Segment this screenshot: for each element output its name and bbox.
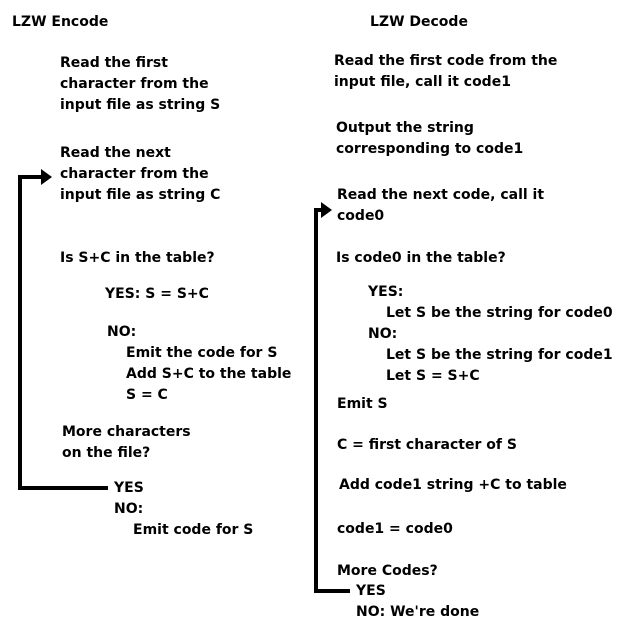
encode-read-next-3: input file as string C [60,187,221,203]
encode-question: Is S+C in the table? [60,250,215,266]
decode-title: LZW Decode [370,14,468,30]
decode-loop-arrow [314,208,350,593]
decode-no-label: NO: [368,326,398,342]
decode-yes: YES [356,583,386,599]
decode-loop-arrowhead [321,202,332,218]
encode-read-first-3: input file as string S [60,97,221,113]
decode-c-assign: C = first character of S [337,437,517,453]
encode-no-step-2: Add S+C to the table [126,366,292,382]
decode-emit: Emit S [337,396,388,412]
decode-no-step-1: Let S be the string for code1 [386,347,613,363]
decode-add: Add code1 string +C to table [339,477,567,493]
encode-read-first-2: character from the [60,76,209,92]
decode-read-next-1: Read the next code, call it [337,187,545,203]
decode-code-assign: code1 = code0 [337,521,453,537]
encode-yes: YES [114,480,144,496]
decode-read-first-1: Read the first code from the [334,53,558,69]
encode-read-next-1: Read the next [60,145,171,161]
decode-output-2: corresponding to code1 [336,141,524,157]
decode-question: Is code0 in the table? [336,250,506,266]
decode-output-1: Output the string [336,120,474,136]
decode-no-step-2: Let S = S+C [386,368,480,384]
encode-yes-line: YES: S = S+C [105,286,209,302]
decode-yes-label: YES: [368,284,404,300]
encode-read-next-2: character from the [60,166,209,182]
encode-loop-arrowhead [41,169,52,185]
encode-no-step-1: Emit the code for S [126,345,278,361]
decode-read-first-2: input file, call it code1 [334,74,511,90]
decode-done: NO: We're done [356,604,480,620]
encode-more-2: on the file? [62,445,151,461]
encode-title: LZW Encode [12,14,109,30]
decode-read-next-2: code0 [337,208,385,224]
decode-yes-step: Let S be the string for code0 [386,305,613,321]
encode-no-label: NO: [107,324,137,340]
encode-no-step-3: S = C [126,387,168,403]
decode-more: More Codes? [337,563,438,579]
encode-emit-final: Emit code for S [133,522,254,538]
encode-read-first-1: Read the first [60,55,168,71]
encode-no: NO: [114,501,144,517]
encode-loop-arrow [18,175,108,490]
encode-more-1: More characters [62,424,191,440]
